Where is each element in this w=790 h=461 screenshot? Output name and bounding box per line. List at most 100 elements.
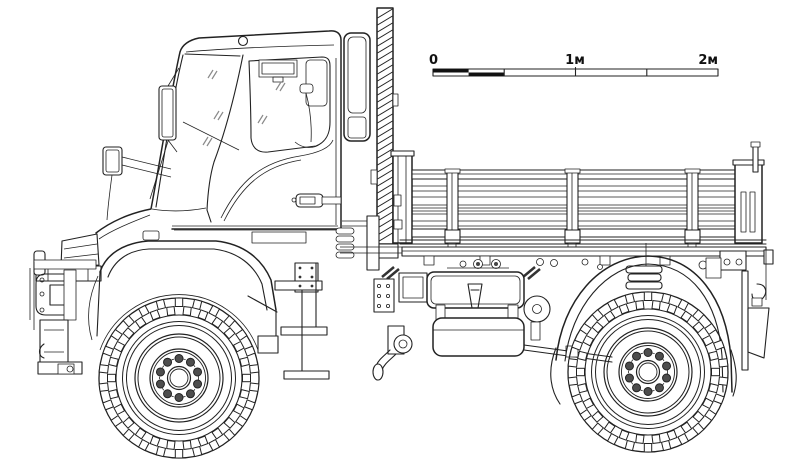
tread-block-inner xyxy=(577,382,588,394)
wheel-ring xyxy=(621,345,675,399)
hatch-line xyxy=(377,141,393,152)
tread-block-outer xyxy=(235,328,248,342)
windshield-wiper xyxy=(149,137,170,200)
exhaust-stack-hatching xyxy=(377,8,393,243)
wheel-ring xyxy=(603,327,693,417)
bolt-plate xyxy=(373,278,395,313)
tread-block-inner xyxy=(701,334,714,347)
tread-block-inner xyxy=(149,309,161,321)
main-mirror-arms xyxy=(167,67,180,153)
lug-nut xyxy=(654,351,664,361)
hood-badge xyxy=(142,230,160,241)
hatch-line xyxy=(377,204,393,215)
tread-block-outer xyxy=(102,399,115,411)
tread-block-outer xyxy=(571,339,584,351)
tread-block-inner xyxy=(242,373,251,383)
front-tow-hook xyxy=(38,343,45,359)
rivet xyxy=(376,283,381,288)
tread-block-inner xyxy=(708,350,719,362)
cab xyxy=(95,30,342,244)
exhaust-outlet xyxy=(372,363,384,381)
glass-mark xyxy=(275,81,286,92)
wheel-ring xyxy=(166,365,192,391)
hatch-line xyxy=(377,50,393,61)
door-vent-window xyxy=(258,59,298,78)
tread-block-inner xyxy=(122,327,135,340)
scale-label-1m: 1м xyxy=(565,53,585,68)
glass-reflection-marks xyxy=(202,69,286,147)
rivet xyxy=(376,303,381,308)
headboard xyxy=(390,150,415,244)
tread-block-outer xyxy=(98,364,110,374)
tread-block-inner xyxy=(582,334,595,347)
hatch-line xyxy=(377,134,393,145)
wheel-ring xyxy=(595,319,701,425)
cab-entry-steps xyxy=(247,262,330,380)
rivet xyxy=(310,275,314,279)
tread-block-inner xyxy=(708,382,719,394)
tread-block-outer xyxy=(110,328,123,342)
truck xyxy=(29,7,774,459)
wheel-ring xyxy=(126,325,232,431)
tread-block-outer xyxy=(606,432,619,446)
bolt-plate-rivets xyxy=(376,283,390,308)
tread-block-outer xyxy=(137,304,150,318)
hatch-line xyxy=(377,15,393,26)
front-apron-edge xyxy=(88,275,99,341)
rocker-lines xyxy=(172,225,338,231)
hatch-line xyxy=(377,43,393,54)
tread-block-inner xyxy=(211,316,224,329)
pto-pulley xyxy=(523,295,551,323)
driver-seat xyxy=(294,83,321,148)
tread-block-inner xyxy=(576,367,585,377)
rear-coil-spring xyxy=(625,243,663,290)
tread-block-outer xyxy=(591,308,605,322)
bed-stake-3 xyxy=(684,168,701,251)
glass-mark xyxy=(257,114,268,125)
tread-block-inner xyxy=(635,434,645,444)
lug-nut xyxy=(155,379,165,389)
hatch-line xyxy=(377,106,393,117)
tread-block-outer xyxy=(567,376,579,386)
tread-block-outer xyxy=(579,408,592,422)
lug-nut xyxy=(624,361,634,371)
cab-outline xyxy=(95,30,342,234)
tread-block-inner xyxy=(680,310,693,323)
tread-block-outer xyxy=(606,298,619,312)
bed-stake-1 xyxy=(444,168,461,251)
tread-block-inner xyxy=(591,321,604,334)
tread-block-outer xyxy=(712,339,725,351)
hatch-line xyxy=(377,190,393,201)
tread-block-inner xyxy=(107,373,116,383)
tread-block-inner xyxy=(232,403,245,416)
rivet xyxy=(298,275,302,279)
hatch-line xyxy=(377,85,393,96)
tread-block-inner xyxy=(113,403,126,416)
tread-block-outer xyxy=(717,376,729,386)
rivet xyxy=(376,293,381,298)
glass-mark xyxy=(207,69,218,80)
hatch-line xyxy=(377,57,393,68)
mirrors xyxy=(102,67,180,221)
lug-nut xyxy=(193,367,203,377)
wheel-ring xyxy=(152,351,206,405)
hatch-line xyxy=(377,78,393,89)
tread-block-outer xyxy=(591,422,605,436)
tread-block-outer xyxy=(712,393,725,405)
hatch-line xyxy=(377,197,393,208)
front-wheel xyxy=(98,297,260,459)
bed-stake-2 xyxy=(564,168,581,251)
tread-block-inner xyxy=(582,397,595,410)
wheel-arch-inner xyxy=(99,294,259,351)
tread-block-outer xyxy=(102,345,115,357)
fuel-tank xyxy=(426,267,525,309)
lug-nut xyxy=(163,357,173,367)
tread-block-inner xyxy=(223,327,236,340)
rear-post xyxy=(732,141,765,244)
rivet xyxy=(385,303,390,308)
headrest xyxy=(299,83,314,94)
tread-block-outer xyxy=(155,298,167,311)
tread-block-inner xyxy=(166,440,176,450)
lug-nut xyxy=(632,351,642,361)
headlight-cluster xyxy=(60,233,100,268)
